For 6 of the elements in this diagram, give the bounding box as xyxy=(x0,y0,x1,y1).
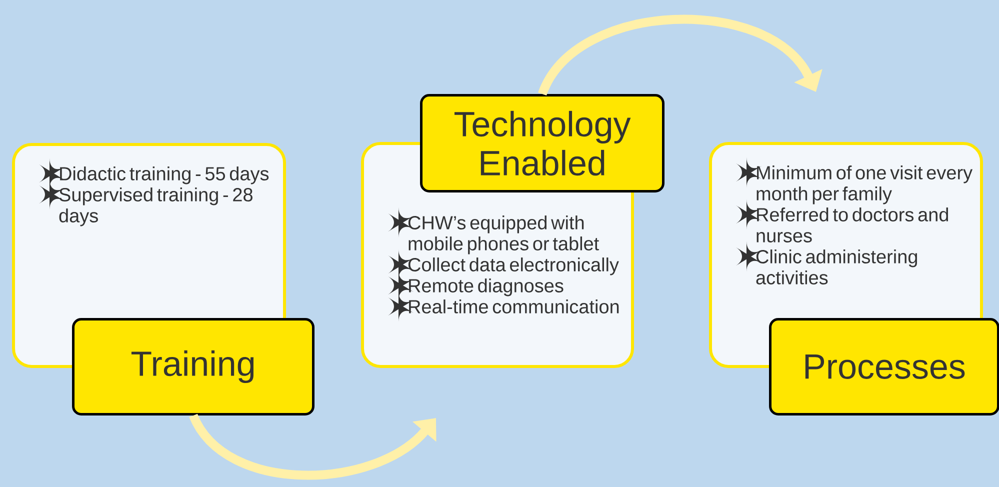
bullet-item: Clinic administering activities xyxy=(736,241,917,284)
curved-arrow xyxy=(538,15,822,96)
curved-arrow xyxy=(189,413,436,480)
title-box: Processes xyxy=(769,318,999,416)
title-box: Technology Enabled xyxy=(420,94,664,192)
title-box: Training xyxy=(72,318,314,416)
